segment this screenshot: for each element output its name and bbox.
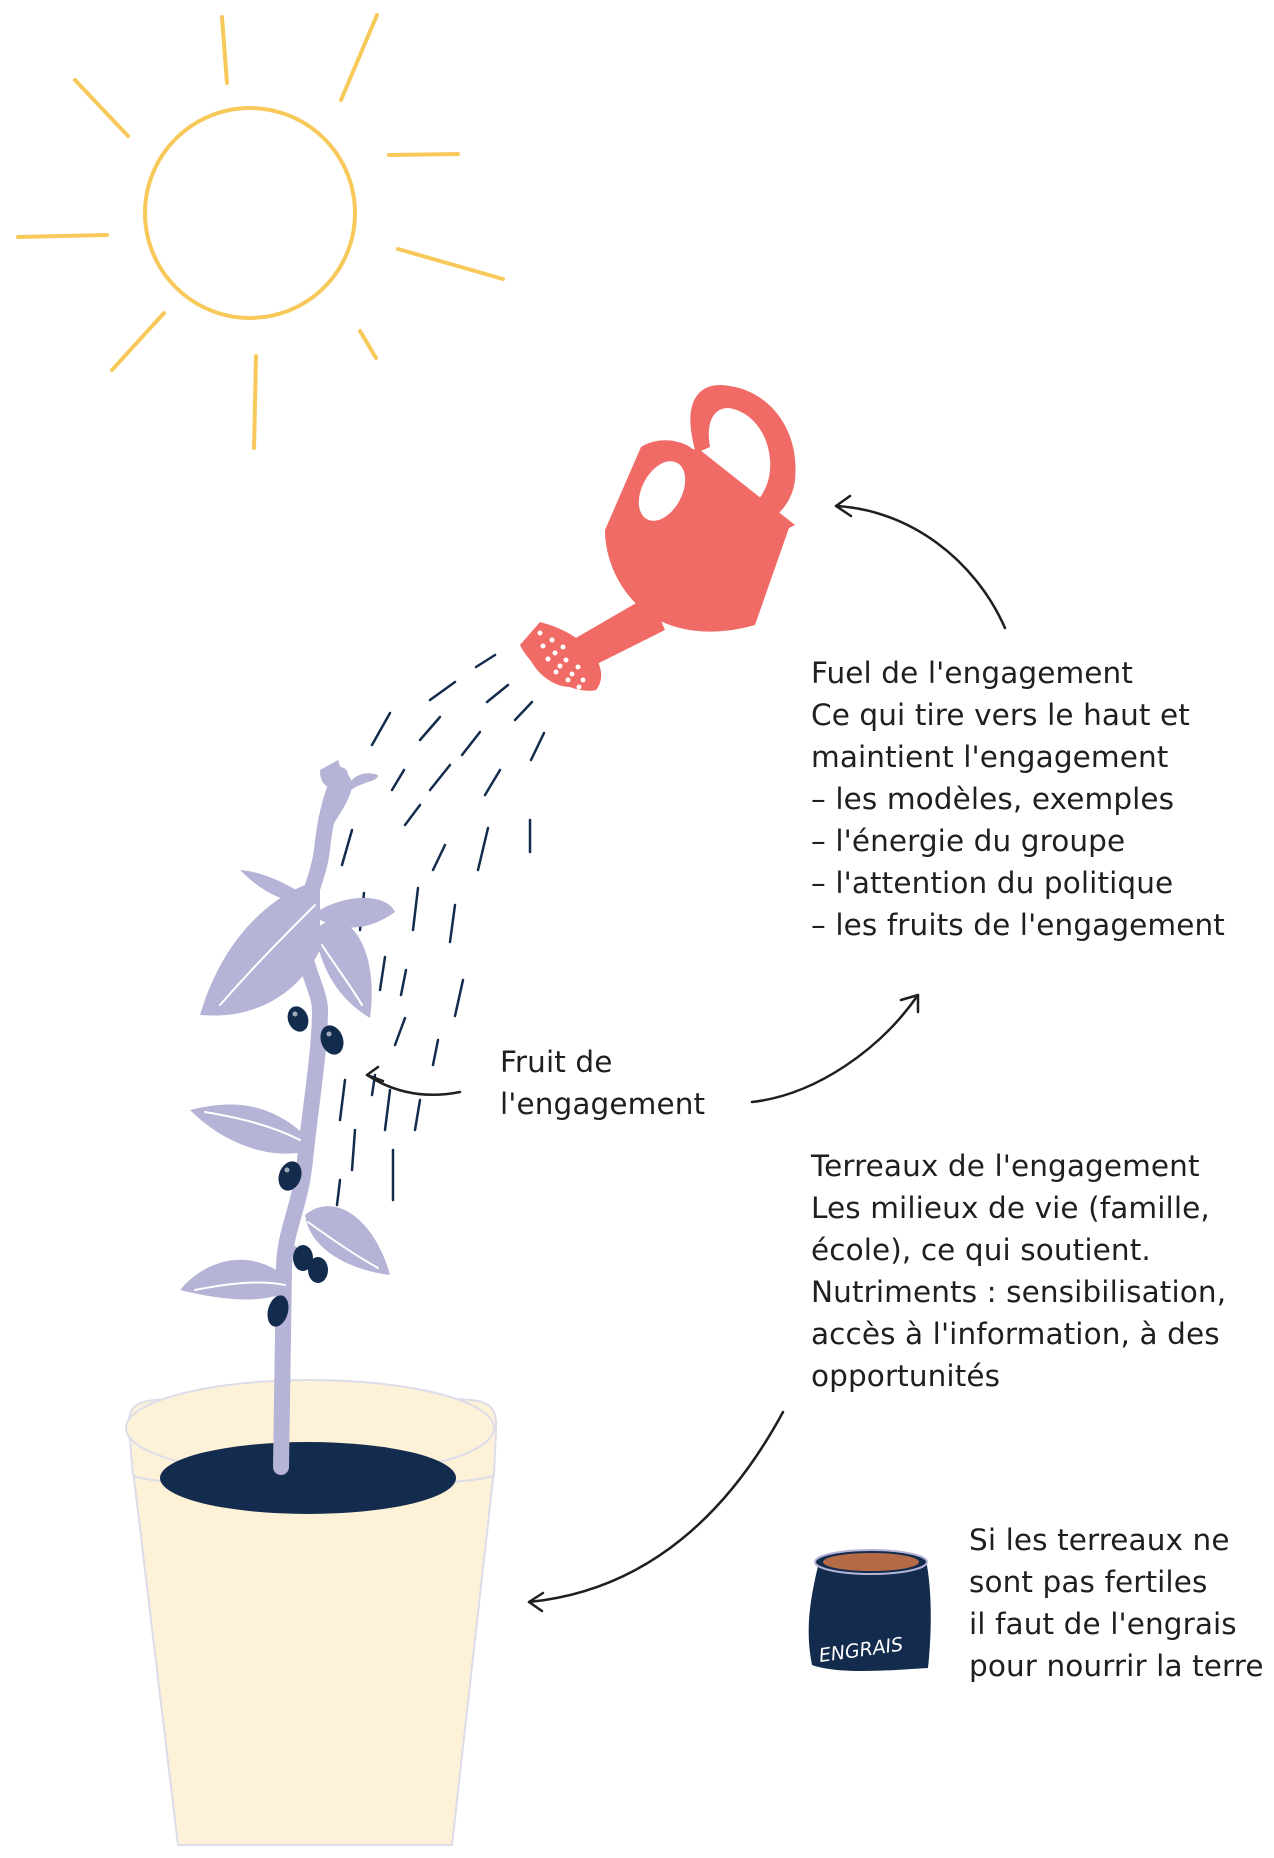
terreaux-line: opportunités — [811, 1359, 1001, 1393]
engrais-description: Si les terreaux ne sont pas fertiles il … — [969, 1519, 1264, 1687]
fuel-line: Ce qui tire vers le haut et — [811, 698, 1190, 732]
flower-pot-icon — [125, 1379, 498, 1846]
terreaux-description: Terreaux de l'engagement Les milieux de … — [811, 1145, 1226, 1397]
engrais-line: sont pas fertiles — [969, 1565, 1208, 1599]
fuel-line: – l'énergie du groupe — [811, 824, 1126, 858]
terreaux-line: Nutriments : sensibilisation, — [811, 1275, 1227, 1309]
fuel-line: – les modèles, exemples — [811, 782, 1175, 816]
terreaux-line: école), ce qui soutient. — [811, 1233, 1151, 1267]
fruit-line: l'engagement — [500, 1087, 706, 1121]
fuel-title: Fuel de l'engagement — [811, 656, 1134, 690]
arrow-icon — [365, 494, 1007, 1613]
plant-icon — [180, 760, 395, 1475]
fuel-line: maintient l'engagement — [811, 740, 1169, 774]
terreaux-line: accès à l'information, à des — [811, 1317, 1220, 1351]
watering-can-icon — [520, 384, 796, 691]
engrais-line: Si les terreaux ne — [969, 1523, 1230, 1557]
fruit-label: Fruit de l'engagement — [500, 1041, 705, 1125]
fertilizer-bag-icon: ENGRAIS — [808, 1549, 931, 1672]
engrais-line: pour nourrir la terre — [969, 1649, 1264, 1683]
sun-icon — [16, 13, 505, 450]
engrais-line: il faut de l'engrais — [969, 1607, 1237, 1641]
terreaux-title: Terreaux de l'engagement — [811, 1149, 1200, 1183]
fruit-line: Fruit de — [500, 1045, 613, 1079]
water-drops — [335, 653, 546, 1207]
fuel-description: Fuel de l'engagement Ce qui tire vers le… — [811, 652, 1225, 946]
fuel-line: – l'attention du politique — [811, 866, 1174, 900]
terreaux-line: Les milieux de vie (famille, — [811, 1191, 1210, 1225]
fuel-line: – les fruits de l'engagement — [811, 908, 1225, 942]
